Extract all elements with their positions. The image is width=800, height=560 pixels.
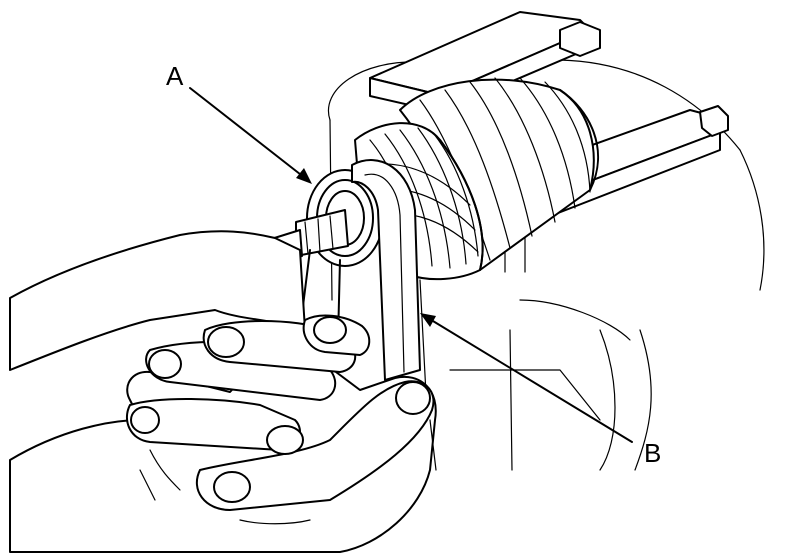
callout-b-leader xyxy=(420,313,633,443)
callout-a-leader xyxy=(189,87,312,184)
hand xyxy=(9,230,437,553)
callout-a-label: A xyxy=(166,61,184,91)
callout-b-label: B xyxy=(644,438,661,468)
